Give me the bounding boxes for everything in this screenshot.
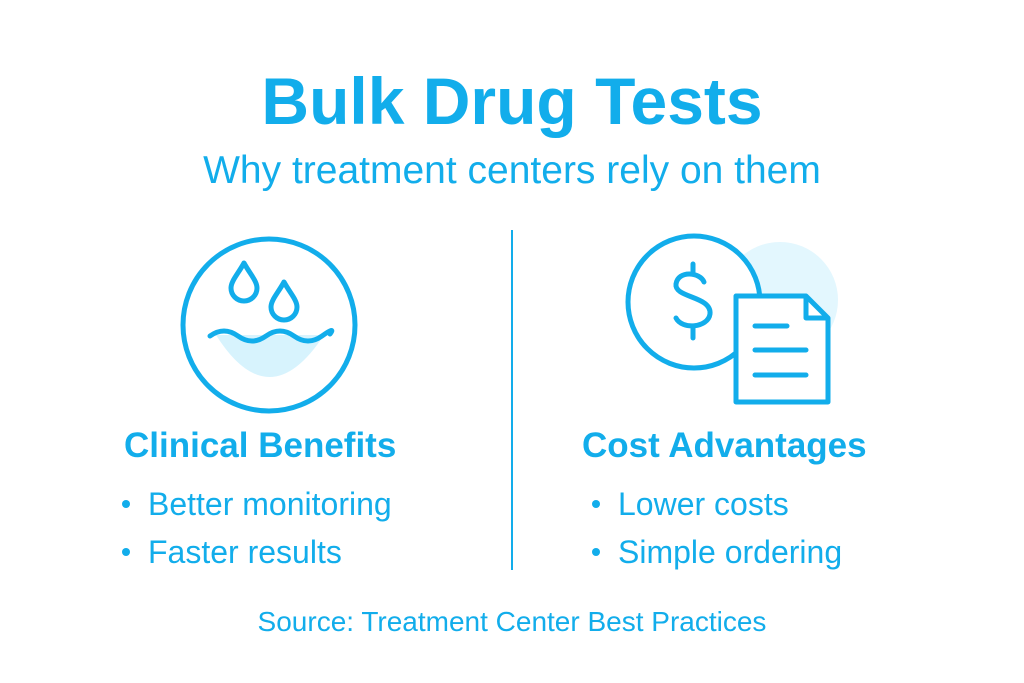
page-title: Bulk Drug Tests bbox=[261, 64, 763, 138]
bullet-icon bbox=[122, 548, 130, 556]
page-subtitle: Why treatment centers rely on them bbox=[203, 149, 821, 192]
cost-advantages-list: Lower costs Simple ordering bbox=[588, 480, 842, 576]
bullet-icon bbox=[592, 548, 600, 556]
bullet-icon bbox=[122, 500, 130, 508]
list-item: Faster results bbox=[118, 528, 392, 576]
list-item: Lower costs bbox=[588, 480, 842, 528]
bullet-icon bbox=[592, 500, 600, 508]
clinical-benefits-list: Better monitoring Faster results bbox=[118, 480, 392, 576]
source-caption: Source: Treatment Center Best Practices bbox=[257, 606, 767, 637]
cost-advantages-heading: Cost Advantages bbox=[582, 426, 867, 465]
column-divider bbox=[511, 230, 513, 570]
water-drops-icon bbox=[178, 234, 360, 416]
list-item: Better monitoring bbox=[118, 480, 392, 528]
list-item: Simple ordering bbox=[588, 528, 842, 576]
dollar-document-icon bbox=[620, 226, 850, 416]
clinical-benefits-heading: Clinical Benefits bbox=[124, 426, 397, 465]
